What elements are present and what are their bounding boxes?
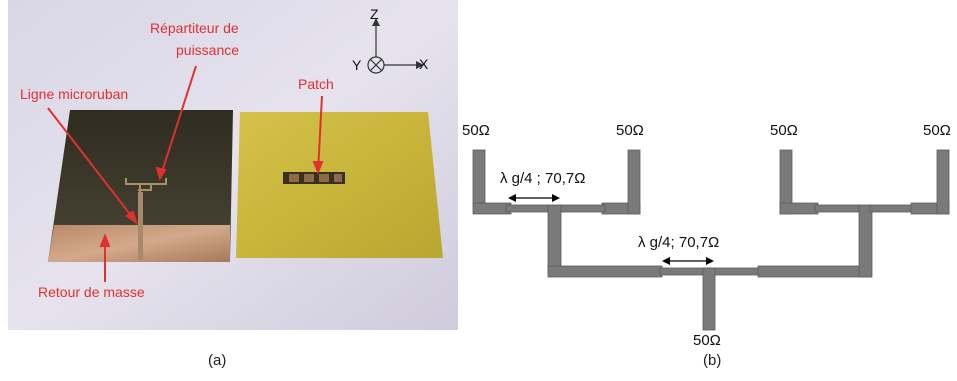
microstrip-traces [472,149,950,331]
port-label-4: 50Ω [923,122,951,139]
axis-label-z: Z [370,6,379,22]
port-stub-4 [936,149,950,215]
antenna-photo: Répartiteur de puissance Ligne microruba… [8,0,458,330]
label-ligne-microruban: Ligne microruban [20,86,129,102]
right-substrate [236,112,443,258]
arrow-heads [508,194,714,265]
patch-element [334,174,342,182]
port-label-1: 50Ω [462,122,490,139]
patch-element [289,174,299,182]
feed-network-diagram: 50Ω 50Ω 50Ω 50Ω 50Ω λ g/4 ; 70,7Ω λ g/4;… [460,100,957,360]
main-branch-left [547,265,663,278]
riser-right [858,204,873,278]
branch-right-inner [779,202,819,215]
caption-a: (a) [208,352,227,369]
label-repartiteur-1: Répartiteur de [150,20,239,36]
x-axis-arrow [416,61,424,69]
main-branch-right [757,265,871,278]
feed-network-svg [472,149,950,331]
caption-b: (b) [703,352,722,369]
photo-svg [8,0,458,330]
power-divider-trace [125,178,167,192]
riser-left [547,204,562,272]
coordinate-axes-icon [367,22,420,74]
port-stub-2 [627,149,641,215]
axis-label-x: X [419,56,429,72]
port-stub-1 [472,149,486,207]
label-retour-de-masse: Retour de masse [38,284,145,300]
quarter-wave-right-1 [814,204,860,213]
label-patch: Patch [298,76,334,92]
label-repartiteur-2: puissance [176,42,240,58]
branch-left-outer [472,202,512,215]
quarter-wave-label-left: λ g/4 ; 70,7Ω [500,170,586,187]
axis-label-y: Y [352,57,362,73]
patch-element [319,174,329,182]
quarter-wave-left-1 [505,204,551,213]
port-label-2: 50Ω [616,122,644,139]
port-label-input: 50Ω [693,332,721,349]
quarter-wave-right-2 [869,204,915,213]
quarter-wave-label-center: λ g/4; 70,7Ω [638,234,720,251]
z-axis-arrow [372,18,380,26]
port-label-3: 50Ω [770,122,798,139]
microstrip-line [138,192,143,260]
dimension-arrows [512,197,710,262]
quarter-wave-left-2 [559,204,606,213]
input-port-stub [702,267,716,331]
patch-element [304,174,314,182]
annotation-leaders [47,65,324,282]
